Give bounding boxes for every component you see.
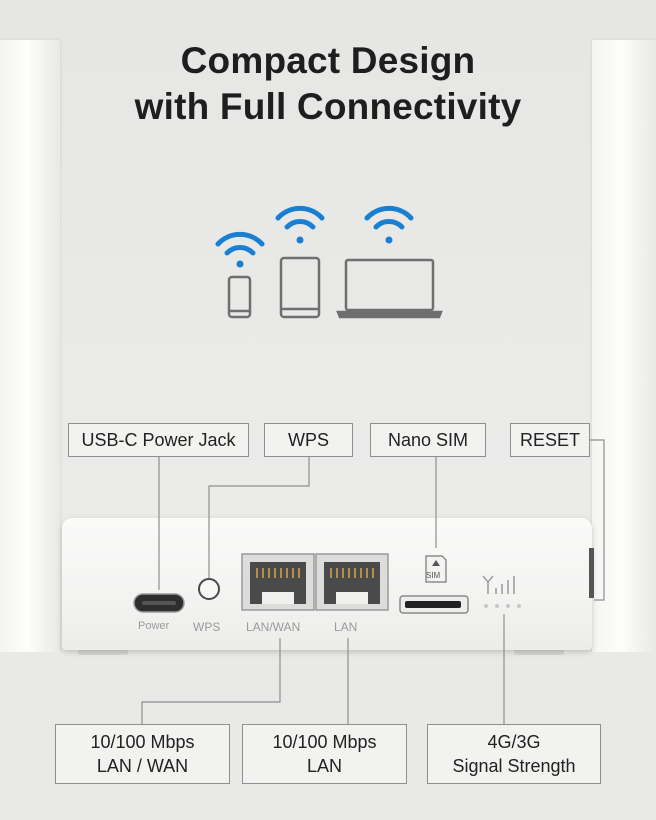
smartphone-icon [227, 275, 252, 319]
reset-button [589, 548, 594, 598]
tablet-icon [279, 256, 321, 319]
wifi-icon [215, 231, 265, 268]
antenna-signal-icon [482, 575, 515, 594]
router-foot-left [78, 647, 128, 655]
wifi-icon [364, 205, 414, 244]
callout-lines [141, 439, 605, 724]
left-antenna [0, 40, 60, 652]
lan-wan-port [241, 553, 315, 611]
lan-wan-port-label: LAN/WAN [246, 620, 301, 634]
lan-port-label: LAN [334, 620, 358, 634]
router-foot-right [514, 647, 564, 655]
headline-line-1: Compact Design [180, 40, 476, 81]
wps-label: WPS [264, 423, 353, 457]
headline-line-2: with Full Connectivity [134, 86, 522, 127]
wps-port-label: WPS [193, 620, 221, 634]
laptop-icon [336, 258, 443, 319]
wps-button [198, 578, 220, 600]
connected-devices-illustration [215, 205, 443, 319]
power-port-label: Power [138, 620, 170, 632]
nano-sim-label: Nano SIM [370, 423, 486, 457]
lan-wan-speed-label: 10/100 Mbps LAN / WAN [55, 724, 230, 784]
sim-mark-label: SIM [426, 571, 441, 580]
usb-c-power-jack-label: USB-C Power Jack [68, 423, 249, 457]
wifi-icon [275, 205, 325, 244]
lan-port [315, 553, 389, 611]
sim-card-icon [425, 555, 447, 583]
signal-strength-label: 4G/3G Signal Strength [427, 724, 601, 784]
lan-speed-label: 10/100 Mbps LAN [242, 724, 407, 784]
reset-label: RESET [510, 423, 590, 457]
headline: Compact Design with Full Connectivity [0, 38, 656, 130]
right-antenna [592, 40, 656, 652]
signal-indicator-leds [484, 604, 521, 608]
